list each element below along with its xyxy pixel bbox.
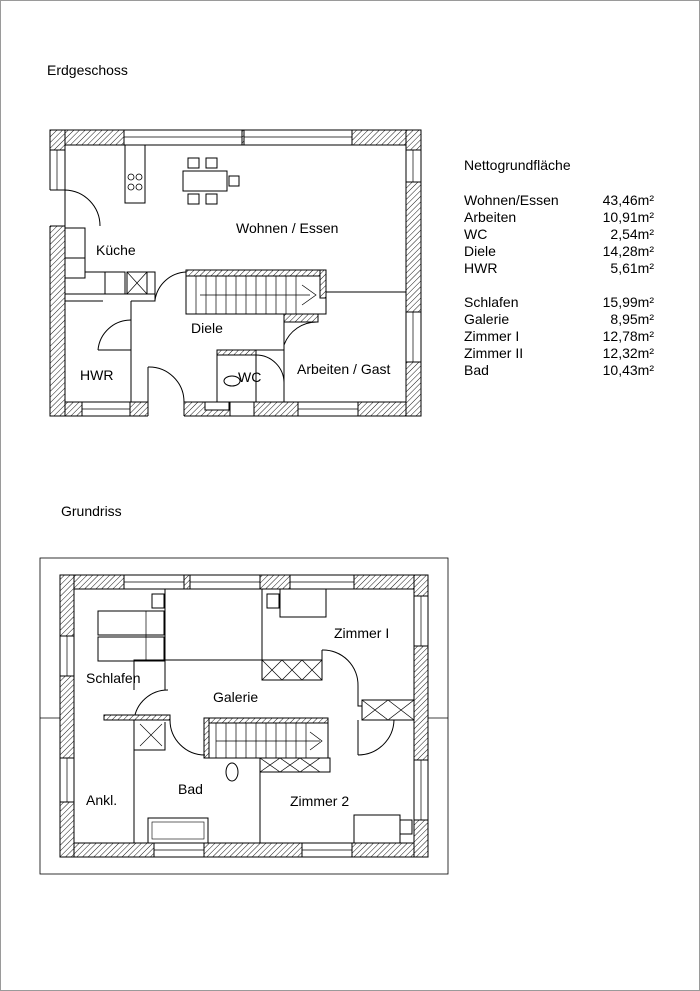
room-label-galerie: Galerie [213, 689, 259, 705]
area-row: HWR 5,61m² [464, 260, 654, 277]
room-label-wc: WC [238, 369, 262, 385]
area-room: Wohnen/Essen [464, 192, 559, 208]
window [123, 129, 243, 146]
ground-floor-title: Erdgeschoss [47, 62, 128, 78]
room-label-ankl: Ankl. [86, 792, 118, 808]
area-room: Diele [464, 243, 496, 259]
area-value: 2,54m² [610, 226, 654, 242]
area-table: Nettogrundfläche Wohnen/Essen 43,46m² Arb… [464, 157, 654, 379]
area-row: Bad 10,43m² [464, 362, 654, 379]
area-row: Diele 14,28m² [464, 243, 654, 260]
area-row: Arbeiten 10,91m² [464, 209, 654, 226]
area-row: Galerie 8,95m² [464, 311, 654, 328]
area-value: 43,46m² [602, 192, 654, 208]
area-row: Zimmer I 12,78m² [464, 328, 654, 345]
area-row: Zimmer II 12,32m² [464, 345, 654, 362]
area-value: 15,99m² [602, 294, 654, 310]
area-row: Schlafen 15,99m² [464, 294, 654, 311]
area-value: 10,91m² [602, 209, 654, 225]
room-label-hwr: HWR [80, 367, 114, 383]
area-room: Zimmer I [464, 328, 520, 344]
bed [279, 588, 327, 618]
area-room: Arbeiten [464, 209, 517, 225]
area-row: Wohnen/Essen 43,46m² [464, 192, 654, 209]
room-label-diele: Diele [191, 320, 223, 336]
area-value: 8,95m² [610, 311, 654, 327]
area-value: 12,32m² [602, 345, 654, 361]
room-label-bad: Bad [178, 781, 203, 797]
area-row: WC 2,54m² [464, 226, 654, 243]
area-room: Bad [464, 362, 489, 378]
room-label-zimmer2: Zimmer 2 [290, 793, 350, 809]
bad-toilet [225, 762, 239, 782]
area-value: 12,78m² [602, 328, 654, 344]
area-value: 5,61m² [610, 260, 654, 276]
room-label-zimmer1: Zimmer I [334, 625, 390, 641]
area-room: Zimmer II [464, 345, 524, 361]
area-room: Schlafen [464, 294, 519, 310]
window [243, 129, 353, 146]
area-value: 10,43m² [602, 362, 654, 378]
area-room: WC [464, 226, 488, 242]
upper-floor-title: Grundriss [61, 503, 122, 519]
room-label-arbeiten: Arbeiten / Gast [297, 361, 391, 377]
area-table-title: Nettogrundfläche [464, 157, 571, 173]
area-room: Galerie [464, 311, 510, 327]
area-room: HWR [464, 260, 498, 276]
bathtub [147, 817, 209, 844]
window [405, 149, 422, 183]
wc-toilet [223, 375, 241, 387]
room-label-schlafen: Schlafen [86, 670, 141, 686]
area-value: 14,28m² [602, 243, 654, 259]
dining-table [182, 170, 228, 192]
bed [97, 610, 165, 636]
upper-frame [39, 557, 449, 875]
room-label-kueche: Küche [96, 242, 136, 258]
ground-floor-plan [48, 129, 422, 419]
room-label-wohnen: Wohnen / Essen [236, 220, 339, 236]
bed [97, 636, 165, 662]
kitchen-counter [124, 144, 146, 204]
window [405, 311, 422, 363]
